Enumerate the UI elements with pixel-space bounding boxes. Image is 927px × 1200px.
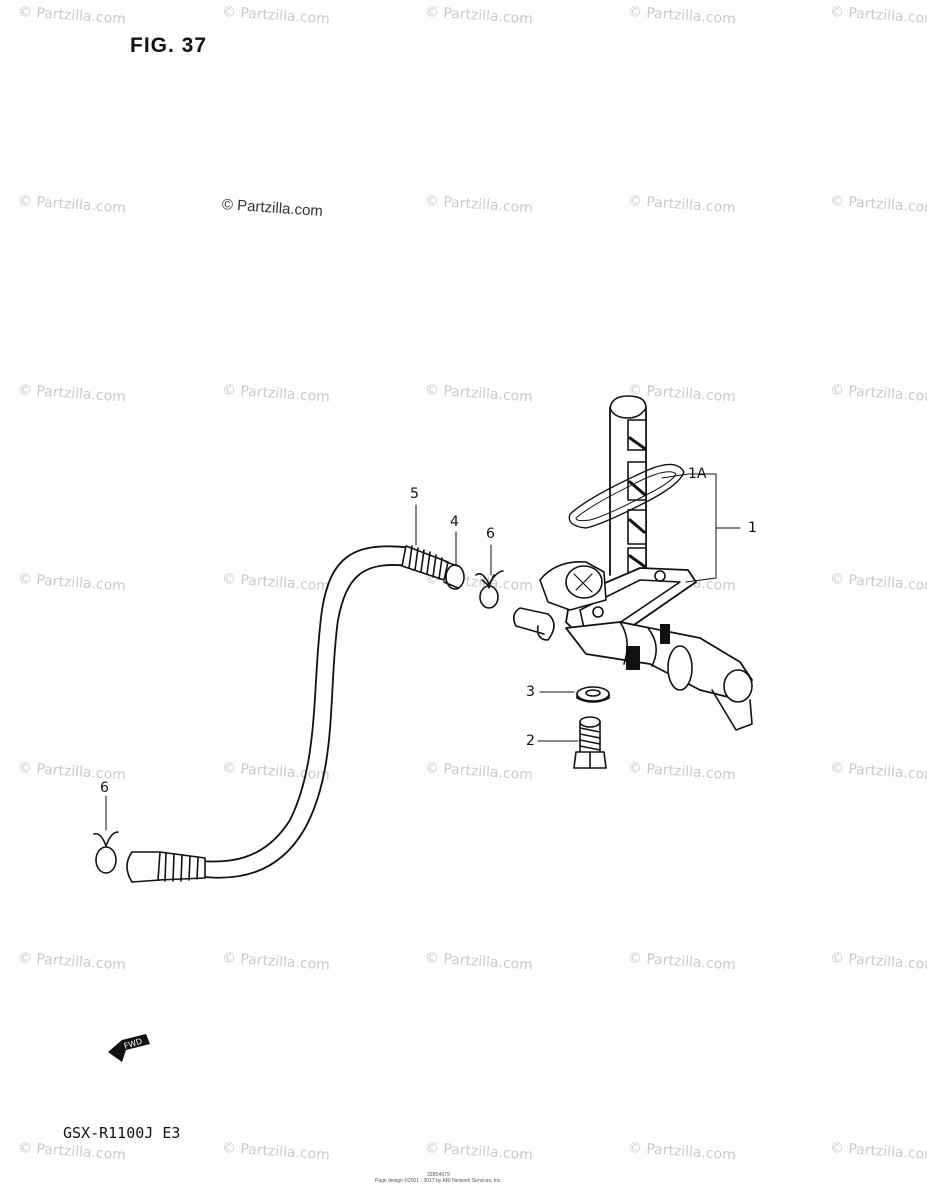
footer-credit-text: Page design ©2001 - 2017 by ARI Network … xyxy=(375,1178,502,1184)
filter-screen[interactable] xyxy=(568,463,685,529)
leader-lines xyxy=(105,473,741,831)
hose-clip-lower[interactable] xyxy=(93,831,119,874)
fwd-label: FWD xyxy=(123,1037,144,1051)
callout-washer: 3 xyxy=(526,684,535,700)
footer-credit: 32B54079 Page design ©2001 - 2017 by ARI… xyxy=(375,1172,502,1184)
screw[interactable] xyxy=(573,716,607,769)
callout-screw: 2 xyxy=(526,733,535,749)
hose-end-upper xyxy=(401,545,465,590)
figure-title: FIG. 37 xyxy=(130,34,208,57)
callout-hose: 5 xyxy=(410,486,419,502)
washer[interactable] xyxy=(576,686,610,703)
callout-filter-screen: 1A xyxy=(688,466,707,482)
fuel-hose[interactable] xyxy=(126,545,465,883)
callout-fuel-cock: 1 xyxy=(748,520,757,536)
fuel-cock-assembly[interactable] xyxy=(512,395,753,731)
forward-direction-arrow: FWD xyxy=(108,1034,150,1062)
hose-clip-upper[interactable] xyxy=(475,570,504,609)
callout-clip-lower: 6 xyxy=(100,780,109,796)
hose-end-lower xyxy=(126,851,206,883)
callout-hose-end: 4 xyxy=(450,514,459,530)
callout-clip-upper: 6 xyxy=(486,526,495,542)
model-code: GSX-R1100J E3 xyxy=(63,1124,181,1142)
footer-code: 32B54079 xyxy=(427,1172,450,1178)
